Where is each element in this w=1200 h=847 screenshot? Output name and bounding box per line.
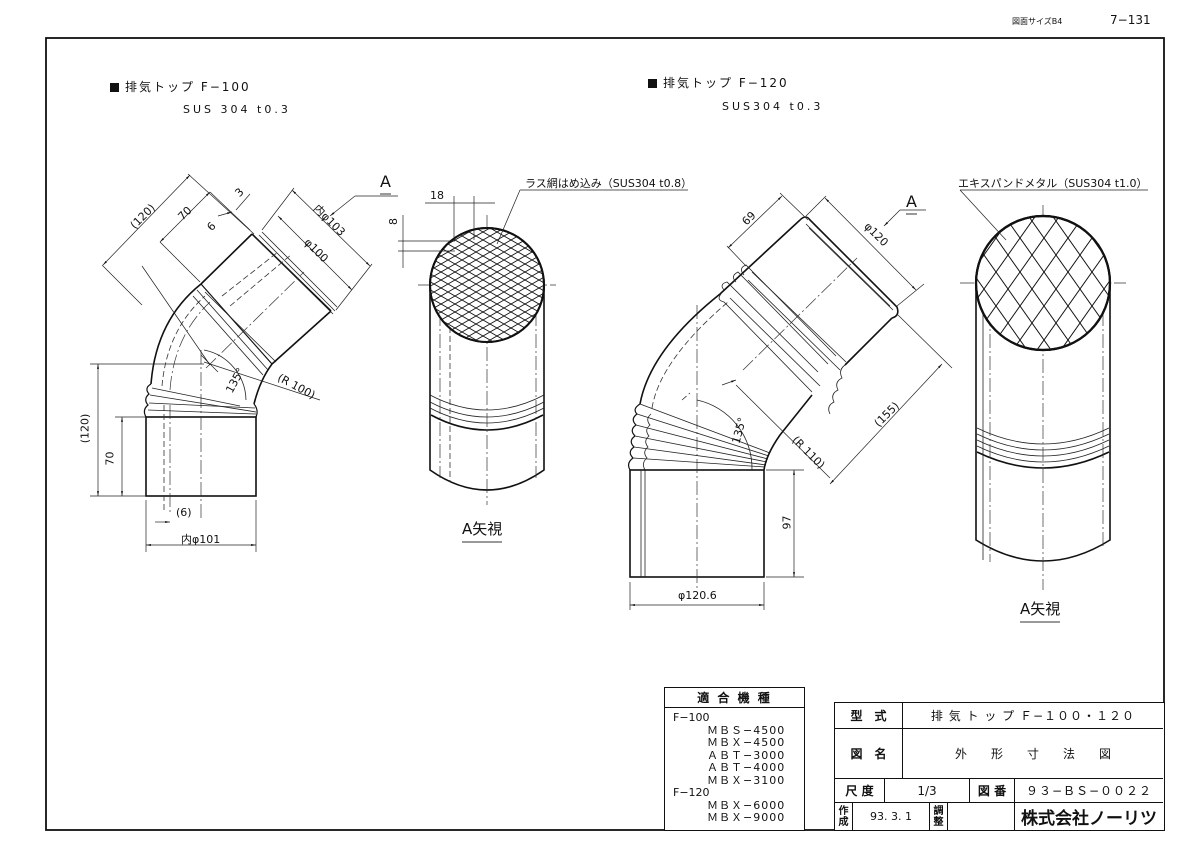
model-item: ＭＢＸ−4500 (707, 736, 786, 749)
f120-material: SUS304 t0.3 (722, 100, 824, 113)
f100-material: SUS 304 t0.3 (183, 103, 291, 116)
scale-value: 1/3 (885, 779, 970, 803)
f120-a-view (959, 189, 1148, 590)
compatible-models-header: 適 合 機 種 (665, 688, 804, 708)
square-bullet-icon (110, 83, 119, 92)
elbow-f100-side-view (90, 173, 398, 552)
model-item: ＭＢＳ−4500 (707, 723, 786, 737)
drawing-no-value: ９３−ＢＳ−００２２ (1015, 779, 1163, 803)
created-label: 作 成 (835, 803, 853, 830)
model-group-f120: F−120 (673, 786, 710, 799)
model-label: 型 式 (835, 703, 903, 729)
compatible-models-table: 適 合 機 種 F−100 ＭＢＳ−4500 ＭＢＸ−4500 ＡＢＴ−3000… (664, 687, 805, 831)
dim-f100-view-8: 8 (387, 218, 400, 225)
adjusted-label: 調 整 (930, 803, 948, 830)
compatible-models-list: F−100 ＭＢＳ−4500 ＭＢＸ−4500 ＡＢＴ−3000 ＡＢＴ−400… (667, 711, 797, 825)
model-item: ＭＢＸ−9000 (707, 811, 786, 824)
page-number: 7−131 (1110, 13, 1151, 27)
dim-f100-overall-lower: (120) (78, 413, 92, 444)
f120-section-marker: A (906, 192, 917, 215)
f100-a-view-label: A矢視 (462, 520, 503, 543)
model-item: ＡＢＴ−3000 (707, 748, 786, 762)
dim-f120-lower-length: 97 (780, 515, 794, 530)
dim-f100-wall-offset: (6) (176, 506, 192, 519)
drawing-no-label: 図 番 (970, 779, 1015, 803)
drawing-name-value: 外 形 寸 法 図 (903, 729, 1163, 779)
sheet-size-label: 図面サイズB4 (1012, 17, 1063, 26)
model-group-f100: F−100 (673, 711, 710, 724)
f120-expanded-metal-callout: エキスパンドメタル（SUS304 t1.0） (958, 177, 1148, 190)
f120-title: 排気トップ F−120 (648, 74, 789, 91)
f100-section-marker: A (380, 172, 391, 195)
model-item: ＡＢＴ−4000 (707, 761, 786, 774)
created-date: 93. 3. 1 (853, 803, 930, 830)
company-name: 株式会社ノーリツ (1021, 809, 1157, 829)
dim-f100-inner-dia-bottom: 内φ101 (181, 533, 221, 546)
adjusted-value (948, 803, 1015, 830)
f100-a-view (398, 189, 688, 505)
drawing-name-label: 図 名 (835, 729, 903, 779)
model-value: 排 気 ト ッ プ Ｆ−１００・１２０ (903, 703, 1163, 729)
dim-f100-view-18: 18 (430, 189, 444, 202)
square-bullet-icon (648, 79, 657, 88)
drawing-frame (45, 37, 1165, 831)
model-item: ＭＢＸ−3100 (707, 773, 786, 787)
title-block: 型 式 排 気 ト ッ プ Ｆ−１００・１２０ 図 名 外 形 寸 法 図 尺 … (834, 702, 1165, 831)
model-item: ＭＢＸ−6000 (707, 798, 786, 812)
f120-a-view-label: A矢視 (1020, 600, 1061, 623)
f100-title: 排気トップ F−100 (110, 78, 251, 95)
dim-f120-outer-dia-bottom: φ120.6 (678, 589, 717, 602)
scale-label: 尺 度 (835, 779, 885, 803)
elbow-f120-side-view (627, 192, 953, 610)
f100-mesh-callout: ラス網はめ込み（SUS304 t0.8） (525, 177, 693, 190)
dim-f100-lower-length: 70 (103, 451, 117, 466)
